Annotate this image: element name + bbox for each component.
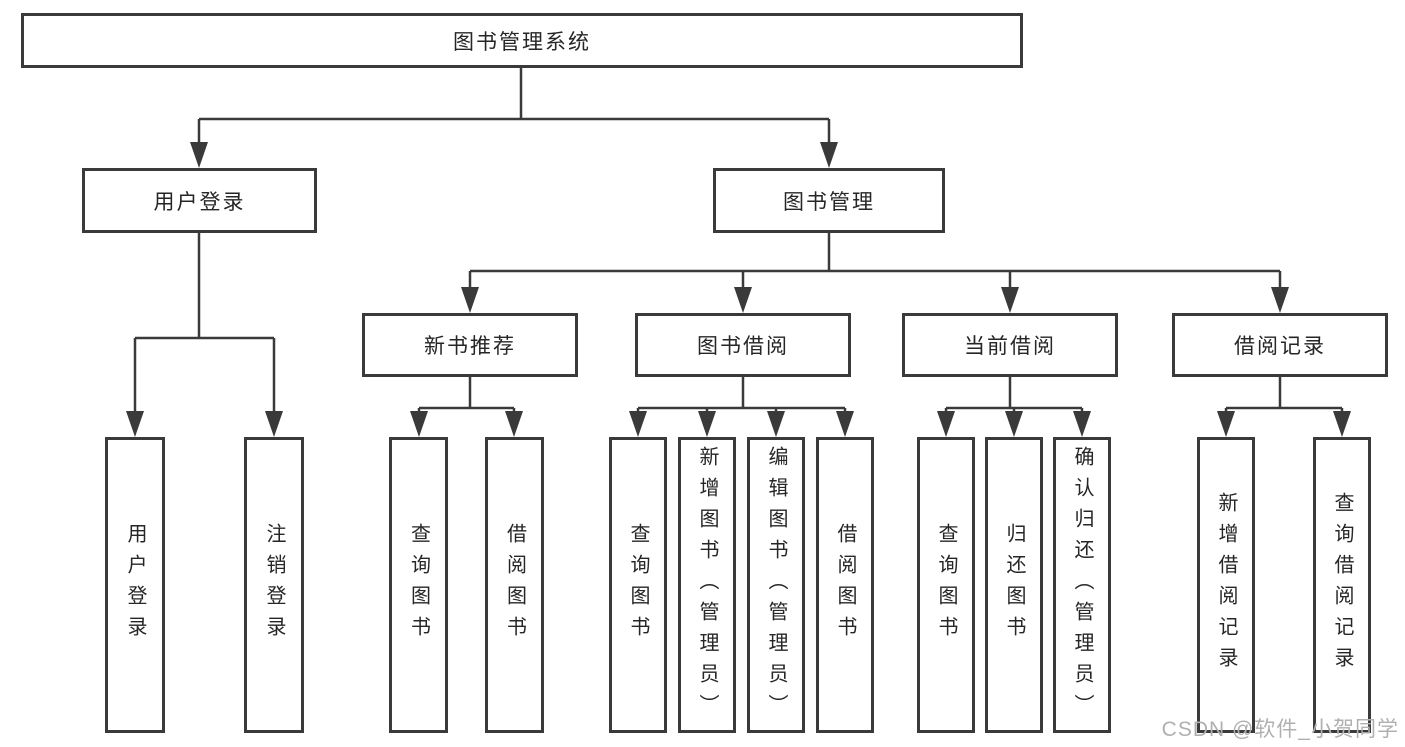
leaf-query-books-recommend: 查询图书 (389, 437, 448, 733)
leaf-confirm-return-admin-label: 确认归还（管理员） (1071, 445, 1093, 725)
node-book-management: 图书管理 (713, 168, 945, 233)
node-borrowing-records: 借阅记录 (1172, 313, 1388, 377)
leaf-borrow-books-recommend-label: 借阅图书 (503, 523, 526, 647)
node-book-management-label: 图书管理 (783, 190, 875, 214)
leaf-query-books-recommend-label: 查询图书 (407, 523, 430, 647)
leaf-edit-books-admin-label: 编辑图书（管理员） (765, 445, 787, 725)
leaf-user-login-label: 用户登录 (124, 523, 146, 647)
watermark: CSDN @软件_小贺同学 (1161, 718, 1399, 741)
leaf-borrow-books-borrowing-label: 借阅图书 (834, 523, 856, 647)
leaf-query-borrow-record: 查询借阅记录 (1313, 437, 1371, 733)
leaf-confirm-return-admin: 确认归还（管理员） (1053, 437, 1111, 733)
arrowheads (126, 142, 1351, 437)
node-root-label: 图书管理系统 (453, 30, 591, 54)
leaf-query-borrow-record-label: 查询借阅记录 (1331, 492, 1353, 678)
leaf-add-borrow-record-label: 新增借阅记录 (1215, 492, 1237, 678)
leaf-borrow-books-borrowing: 借阅图书 (816, 437, 874, 733)
leaf-add-books-admin: 新增图书（管理员） (678, 437, 736, 733)
node-current-borrowing-label: 当前借阅 (964, 335, 1056, 358)
node-user-login-label: 用户登录 (153, 190, 246, 214)
node-user-login: 用户登录 (82, 168, 317, 233)
node-book-borrowing-label: 图书借阅 (697, 335, 789, 358)
leaf-borrow-books-recommend: 借阅图书 (485, 437, 544, 733)
leaf-logout-label: 注销登录 (263, 523, 285, 647)
leaf-edit-books-admin: 编辑图书（管理员） (747, 437, 805, 733)
leaf-query-books-borrowing: 查询图书 (609, 437, 667, 733)
node-new-book-recommend-label: 新书推荐 (424, 335, 516, 358)
leaf-add-books-admin-label: 新增图书（管理员） (696, 445, 718, 725)
leaf-query-books-borrowing-label: 查询图书 (627, 523, 649, 647)
node-borrowing-records-label: 借阅记录 (1234, 335, 1326, 358)
leaf-query-books-current: 查询图书 (917, 437, 975, 733)
node-root: 图书管理系统 (21, 13, 1023, 68)
leaf-return-books-label: 归还图书 (1003, 523, 1025, 647)
leaf-add-borrow-record: 新增借阅记录 (1197, 437, 1255, 733)
node-book-borrowing: 图书借阅 (635, 313, 851, 377)
leaf-logout: 注销登录 (244, 437, 304, 733)
leaf-return-books: 归还图书 (985, 437, 1043, 733)
node-new-book-recommend: 新书推荐 (362, 313, 578, 377)
leaf-user-login: 用户登录 (105, 437, 165, 733)
leaf-query-books-current-label: 查询图书 (935, 523, 957, 647)
node-current-borrowing: 当前借阅 (902, 313, 1118, 377)
